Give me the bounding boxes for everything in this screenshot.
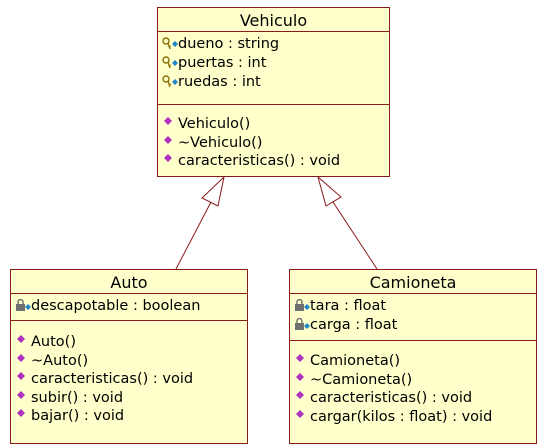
auto-generalization-arrowhead (201, 175, 225, 207)
operation-text: ~Vehiculo() (178, 134, 263, 151)
operation-row[interactable]: caracteristicas() : void (15, 370, 247, 389)
lock-attribute-icon (294, 317, 310, 332)
class-vehiculo-operations: Vehiculo() ~Vehiculo() caracteristicas()… (158, 105, 389, 171)
operation-row[interactable]: Auto() (15, 333, 247, 352)
class-auto-name: Auto (11, 270, 247, 294)
operation-row[interactable]: ~Vehiculo() (162, 134, 389, 153)
operation-text: ~Auto() (31, 352, 89, 369)
camioneta-generalization-arrowhead (317, 175, 342, 207)
operation-text: caracteristicas() : void (178, 153, 341, 170)
operation-icon (15, 353, 31, 368)
operation-icon (294, 391, 310, 405)
operation-row[interactable]: caracteristicas() : void (162, 152, 389, 171)
operation-row[interactable]: subir() : void (15, 389, 247, 408)
operation-icon (294, 372, 310, 387)
camioneta-generalization-line (332, 201, 378, 270)
operation-text: bajar() : void (31, 408, 125, 425)
attribute-text: tara : float (310, 297, 387, 314)
class-camioneta-name: Camioneta (290, 270, 536, 294)
operation-icon (162, 135, 178, 150)
operation-text: caracteristicas() : void (31, 371, 194, 388)
auto-generalization-line (175, 201, 212, 270)
operation-text: cargar(kilos : float) : void (310, 408, 493, 425)
lock-attribute-icon (15, 298, 31, 313)
class-vehiculo-attributes: dueno : string puertas : int ruedas : in… (158, 32, 389, 105)
operation-icon (294, 354, 310, 368)
operation-icon (294, 409, 310, 424)
key-attribute-icon (162, 36, 178, 51)
operation-icon (162, 154, 178, 168)
operation-row[interactable]: Vehiculo() (162, 115, 389, 134)
class-camioneta-attributes: tara : float carga : float (290, 294, 536, 341)
operation-icon (15, 372, 31, 386)
operation-text: Camioneta() (310, 353, 401, 370)
class-vehiculo-name: Vehiculo (158, 8, 389, 32)
operation-icon (162, 117, 178, 131)
class-camioneta-operations: Camioneta() ~Camioneta() caracteristicas… (290, 341, 536, 426)
operation-text: ~Camioneta() (310, 371, 413, 388)
operation-row[interactable]: caracteristicas() : void (294, 389, 536, 408)
operation-row[interactable]: ~Camioneta() (294, 371, 536, 390)
lock-attribute-icon (294, 298, 310, 313)
attribute-row[interactable]: carga : float (294, 315, 536, 334)
operation-row[interactable]: Camioneta() (294, 352, 536, 371)
class-auto-attributes: descapotable : boolean (11, 294, 247, 321)
attribute-text: carga : float (310, 316, 398, 333)
operation-icon (15, 335, 31, 349)
class-auto[interactable]: Auto descapotable : boolean Auto() ~Auto… (10, 269, 248, 444)
attribute-text: descapotable : boolean (31, 297, 201, 314)
operation-row[interactable]: ~Auto() (15, 352, 247, 371)
operation-icon (15, 409, 31, 423)
operation-text: Auto() (31, 334, 76, 351)
attribute-row[interactable]: dueno : string (162, 34, 389, 53)
attribute-row[interactable]: descapotable : boolean (15, 296, 247, 315)
attribute-text: ruedas : int (178, 73, 261, 90)
key-attribute-icon (162, 55, 178, 70)
operation-icon (15, 390, 31, 405)
operation-row[interactable]: cargar(kilos : float) : void (294, 408, 536, 427)
operation-text: subir() : void (31, 389, 124, 406)
class-auto-operations: Auto() ~Auto() caracteristicas() : void … (11, 321, 247, 426)
operation-row[interactable]: bajar() : void (15, 407, 247, 426)
operation-text: caracteristicas() : void (310, 390, 473, 407)
class-vehiculo[interactable]: Vehiculo dueno : string puertas : int ru… (157, 7, 390, 177)
attribute-text: dueno : string (178, 35, 280, 52)
attribute-row[interactable]: puertas : int (162, 53, 389, 72)
operation-text: Vehiculo() (178, 116, 251, 133)
attribute-row[interactable]: ruedas : int (162, 72, 389, 91)
attribute-text: puertas : int (178, 54, 267, 71)
key-attribute-icon (162, 74, 178, 89)
class-camioneta[interactable]: Camioneta tara : float carga : float Cam… (289, 269, 537, 444)
attribute-row[interactable]: tara : float (294, 296, 536, 315)
